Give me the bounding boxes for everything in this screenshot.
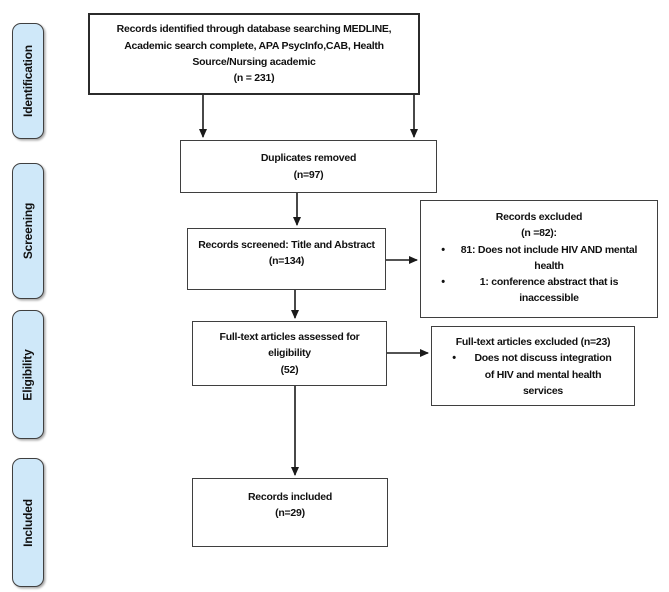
duplicates-removed-text: Duplicates removed [260, 152, 357, 165]
stage-eligibility-label: Eligibility [21, 348, 36, 401]
fulltext-excluded-bullet-1: Does not discuss integration of HIV and … [474, 352, 612, 397]
records-screened-count: (n=134) [268, 255, 305, 268]
records-excluded-bullet-2: 1: conference abstract that is inaccessi… [479, 276, 619, 305]
fulltext-assessed-text: Full-text articles assessed for eligibil… [219, 331, 360, 360]
bullet-item: • Does not discuss integration of HIV an… [437, 350, 629, 399]
fulltext-assessed-count: (52) [280, 363, 299, 376]
bullet-dot: • [452, 352, 456, 365]
records-excluded-bullets: • 81: Does not include HIV AND mental he… [426, 242, 652, 307]
box-fulltext-assessed: Full-text articles assessed for eligibil… [192, 321, 387, 386]
records-excluded-title: Records excluded [495, 211, 583, 223]
stage-eligibility: Eligibility [12, 310, 44, 439]
bullet-item: • 81: Does not include HIV AND mental he… [426, 242, 652, 275]
duplicates-removed-count: (n=97) [293, 168, 324, 181]
bullet-dot: • [441, 243, 445, 256]
stage-included: Included [12, 458, 44, 587]
box-records-identified: Records identified through database sear… [88, 13, 420, 95]
stage-screening: Screening [12, 163, 44, 299]
records-identified-count: (n = 231) [233, 72, 275, 85]
box-records-included: Records included (n=29) [192, 478, 388, 547]
fulltext-excluded-title: Full-text articles excluded (n=23) [455, 336, 611, 348]
stage-screening-label: Screening [21, 202, 36, 260]
fulltext-excluded-bullets: • Does not discuss integration of HIV an… [437, 350, 629, 399]
bullet-item: • 1: conference abstract that is inacces… [426, 274, 652, 307]
records-identified-text: Records identified through database sear… [116, 23, 392, 68]
stage-included-label: Included [21, 498, 35, 547]
bullet-dot: • [441, 276, 445, 289]
box-fulltext-excluded: Full-text articles excluded (n=23) • Doe… [431, 326, 635, 406]
box-records-excluded: Records excluded (n =82): • 81: Does not… [420, 200, 658, 318]
stage-identification: Identification [12, 23, 44, 139]
records-included-text: Records included [247, 491, 333, 503]
records-excluded-bullet-1: 81: Does not include HIV AND mental heal… [460, 243, 638, 272]
records-included-count: (n=29) [275, 507, 305, 520]
box-duplicates-removed: Duplicates removed (n=97) [180, 140, 437, 193]
records-screened-text: Records screened: Title and Abstract [198, 239, 375, 251]
records-excluded-count: (n =82): [521, 227, 557, 240]
box-records-screened: Records screened: Title and Abstract (n=… [187, 228, 386, 290]
stage-identification-label: Identification [21, 45, 35, 117]
